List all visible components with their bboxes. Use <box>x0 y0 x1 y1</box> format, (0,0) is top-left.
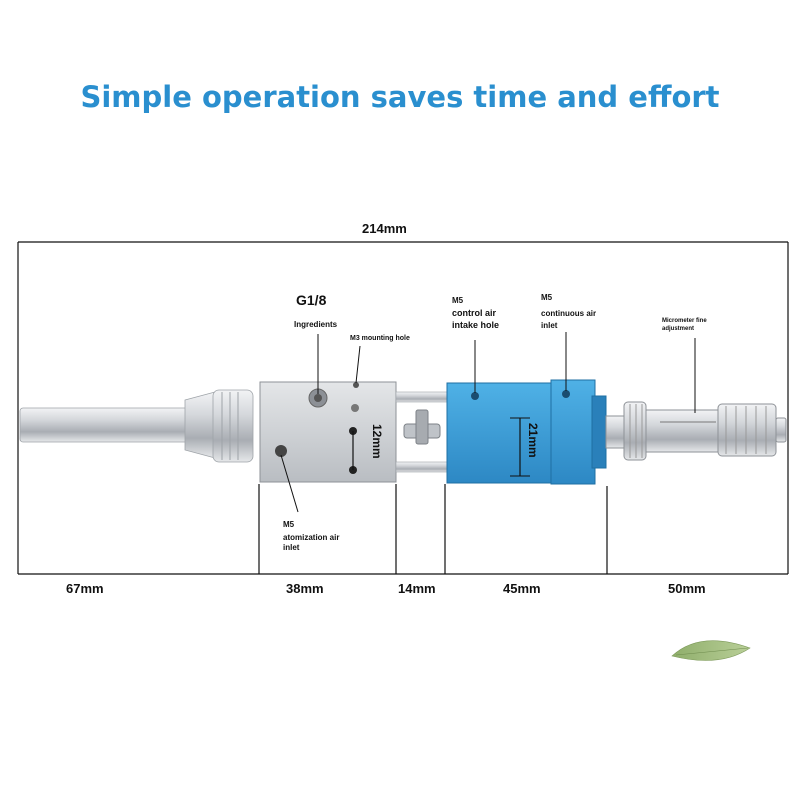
shaft-length-label: 67mm <box>66 581 104 596</box>
continuous-air-label: continuous air inlet <box>541 309 597 330</box>
body-length-label: 38mm <box>286 581 324 596</box>
blue-valve <box>446 379 607 485</box>
valve-length-label: 45mm <box>503 581 541 596</box>
micrometer <box>605 401 787 461</box>
guide-rods <box>395 391 449 473</box>
gap-length-label: 14mm <box>398 581 436 596</box>
micrometer-label: Micrometer fine adjustment <box>662 318 707 332</box>
leader-lines <box>280 332 696 513</box>
micrometer-length-label: 50mm <box>668 581 706 596</box>
continuous-size-label: M5 <box>541 293 553 302</box>
steel-body <box>259 381 397 483</box>
leaf-icon <box>671 640 751 661</box>
total-length-label: 214mm <box>362 221 407 236</box>
mounting-hole-label: M3 mounting hole <box>350 335 410 342</box>
ingredients-thread-label: G1/8 <box>296 292 327 308</box>
shaft <box>19 389 254 463</box>
valve-height-label: 21mm <box>526 423 540 458</box>
ingredients-label: Ingredients <box>294 320 338 329</box>
dimension-frame <box>17 241 789 575</box>
control-air-size-label: M5 <box>452 296 464 305</box>
control-air-label: control air intake hole <box>452 308 500 330</box>
body-height-label: 12mm <box>370 424 384 459</box>
headline: Simple operation saves time and effort <box>80 80 720 114</box>
atomization-size-label: M5 <box>283 520 295 529</box>
atomization-label: atomization air inlet <box>283 533 340 552</box>
